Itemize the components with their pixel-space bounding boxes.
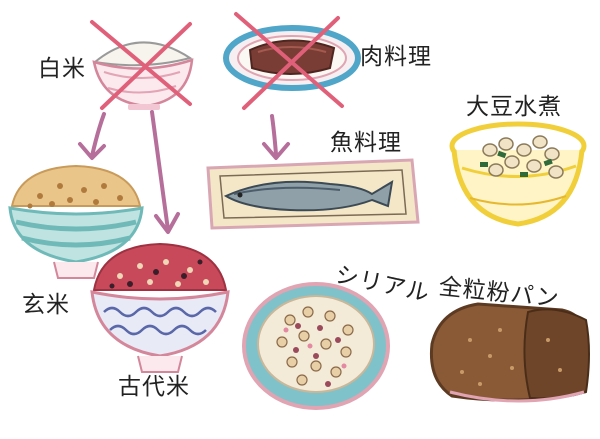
label-simmered-soybeans: 大豆水煮 xyxy=(466,94,562,120)
arrow-to-brown-rice xyxy=(90,112,106,158)
meat-plate xyxy=(223,25,361,91)
white-rice-cross-icon xyxy=(90,20,192,110)
arrow-to-fish xyxy=(270,114,278,156)
arrows xyxy=(78,110,290,234)
label-fish-dish: 魚料理 xyxy=(330,130,402,156)
label-ancient-rice: 古代米 xyxy=(118,374,190,400)
label-white-rice: 白米 xyxy=(38,56,86,82)
label-brown-rice: 玄米 xyxy=(22,292,70,318)
meat-cross-icon xyxy=(234,12,344,110)
label-meat-dish: 肉料理 xyxy=(360,44,432,70)
brown-rice-bowl xyxy=(8,164,144,279)
soybean-bowl xyxy=(449,121,587,227)
whole-wheat-bread xyxy=(429,302,590,403)
fish-tray xyxy=(206,158,420,230)
arrow-to-ancient-rice xyxy=(150,110,170,232)
cereal-bowl xyxy=(242,282,390,410)
ancient-rice-bowl xyxy=(90,242,230,373)
